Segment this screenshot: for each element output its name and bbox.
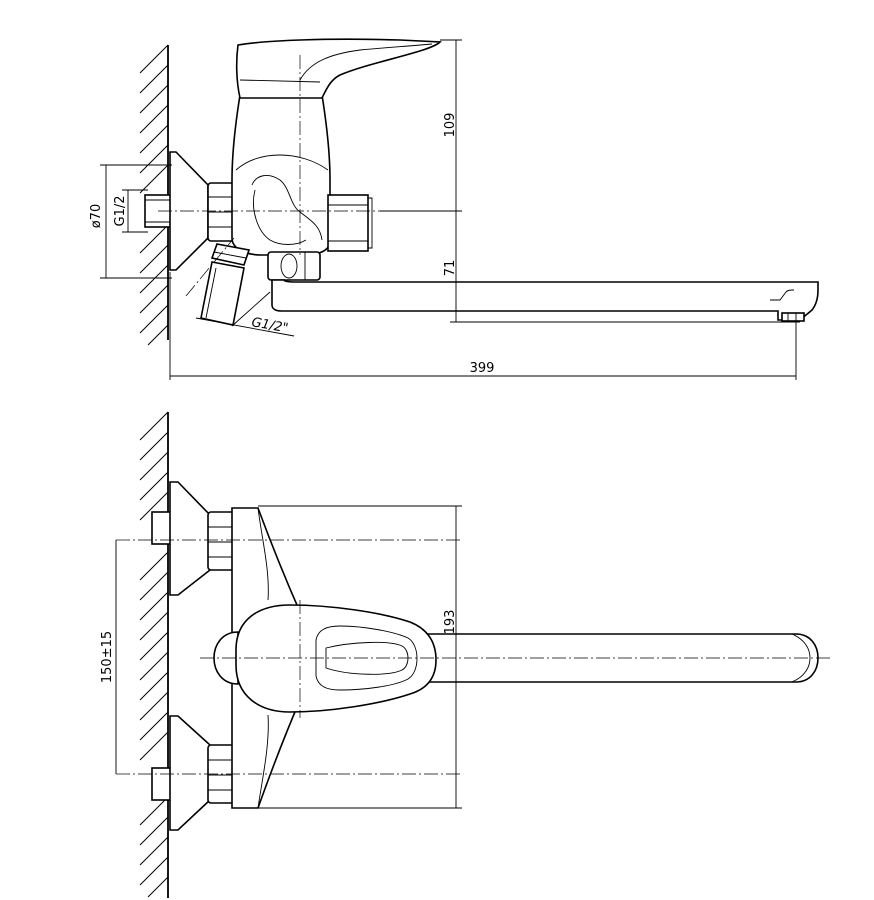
dim-inlet-thread-label: G1/2 (113, 196, 128, 227)
side-view: 109 71 399 ø70 G1/2 (89, 38, 819, 380)
side-spout (271, 279, 819, 321)
dim-109: 109 (380, 39, 462, 212)
side-aerator (781, 312, 805, 322)
dim-inlet-spacing: 150±15 (100, 540, 117, 774)
dim-193: 193 (258, 505, 462, 809)
side-diverter-nut (327, 194, 373, 252)
dim-399-label: 399 (470, 361, 495, 376)
dim-flange-diameter: ø70 (89, 164, 172, 279)
dim-71-label: 71 (443, 260, 458, 277)
top-inlet-lower (151, 715, 235, 831)
side-mixer-body (231, 94, 331, 256)
top-inlet-upper (151, 481, 235, 596)
dim-71: 71 (443, 211, 800, 323)
dim-193-label: 193 (443, 610, 458, 635)
side-hex-nut (207, 182, 235, 242)
dim-outlet-thread-label: G1/2" (250, 315, 289, 336)
dim-399: 399 (169, 272, 797, 380)
dim-outlet-thread: G1/2" (195, 291, 295, 337)
dim-109-label: 109 (443, 113, 458, 138)
side-wall (139, 44, 169, 346)
top-wall (139, 411, 169, 898)
side-lever-handle (235, 38, 442, 99)
dim-inlet-spacing-label: 150±15 (100, 631, 115, 683)
dim-flange-diameter-label: ø70 (89, 204, 104, 229)
side-spout-union (267, 251, 321, 281)
top-lever-handle (235, 604, 437, 713)
side-shower-outlet (200, 243, 251, 326)
dim-inlet-thread: G1/2 (113, 189, 148, 233)
top-view: 193 150±15 (100, 411, 830, 898)
